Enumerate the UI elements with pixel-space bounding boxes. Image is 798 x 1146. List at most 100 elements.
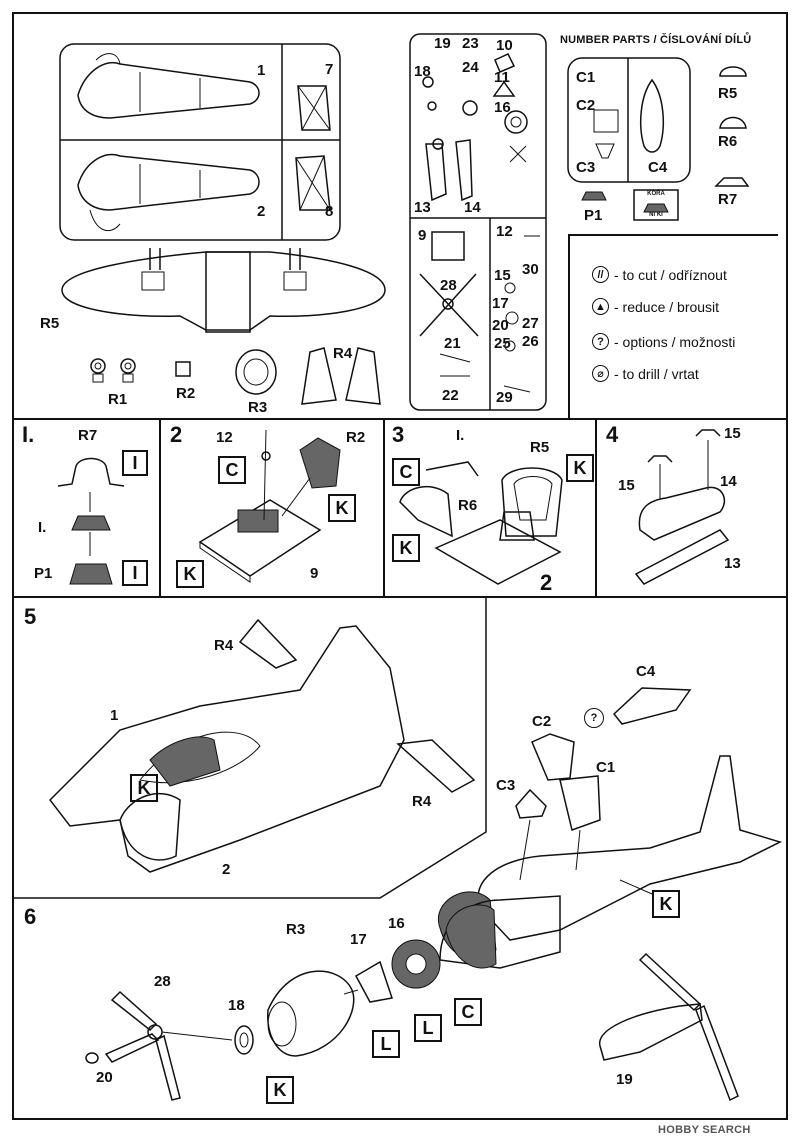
step1-label-i: I. bbox=[38, 519, 47, 536]
part-label-8: 8 bbox=[325, 203, 334, 220]
part-label-16: 16 bbox=[494, 99, 511, 116]
part-label-26: 26 bbox=[522, 333, 539, 350]
legend-row-reduce: ▲ - reduce / brousit bbox=[592, 298, 719, 315]
legend-text-drill: - to drill / vrtat bbox=[614, 365, 699, 382]
step2-label-9: 9 bbox=[310, 565, 319, 582]
step1-box-i-bottom: I bbox=[122, 560, 148, 586]
pe-fret-name: Ni KI bbox=[649, 212, 663, 218]
step6-box-l-right: L bbox=[414, 1014, 442, 1042]
step2-drawing bbox=[198, 429, 341, 583]
legend-row-options: ? - options / možnosti bbox=[592, 333, 735, 350]
step3-box-k-left: K bbox=[392, 534, 420, 562]
clear-parts-sprue bbox=[567, 57, 750, 221]
step-1-number: I. bbox=[22, 422, 35, 447]
step6-label-20: 20 bbox=[96, 1069, 113, 1086]
resin-label-r7: R7 bbox=[718, 191, 738, 208]
step3-box-k-right: K bbox=[566, 454, 594, 482]
part-label-12: 12 bbox=[496, 223, 513, 240]
step3-label-r5: R5 bbox=[530, 439, 550, 456]
part-label-9: 9 bbox=[418, 227, 427, 244]
step3-label-r6: R6 bbox=[458, 497, 478, 514]
step5-label-c4: C4 bbox=[636, 663, 656, 680]
step6-box-c: C bbox=[454, 998, 482, 1026]
part-label-27: 27 bbox=[522, 315, 539, 332]
page-title: NUMBER PARTS / ČÍSLOVÁNÍ DÍLŮ bbox=[560, 34, 752, 46]
step3-drawing bbox=[399, 461, 563, 585]
step-6-number: 6 bbox=[24, 904, 37, 929]
step4-label-13: 13 bbox=[724, 555, 741, 572]
part-label-24: 24 bbox=[462, 59, 479, 76]
step6-label-19: 19 bbox=[616, 1071, 633, 1088]
step-4-number: 4 bbox=[606, 422, 619, 447]
part-label-r5-wing: R5 bbox=[40, 315, 60, 332]
resin-label-r6: R6 bbox=[718, 133, 738, 150]
part-label-11: 11 bbox=[494, 69, 510, 86]
step4-label-15-left: 15 bbox=[618, 477, 635, 494]
divider-top bbox=[12, 418, 788, 420]
divider-s2 bbox=[383, 418, 385, 596]
part-label-17: 17 bbox=[492, 295, 509, 312]
clear-label-c3: C3 bbox=[576, 159, 596, 176]
part-label-2: 2 bbox=[257, 203, 266, 220]
step-5-number: 5 bbox=[24, 604, 37, 629]
part-label-20: 20 bbox=[492, 317, 509, 334]
legend-text-cut: - to cut / odříznout bbox=[614, 266, 727, 283]
step5-label-1: 1 bbox=[110, 707, 119, 724]
step1-label-p1: P1 bbox=[34, 565, 53, 582]
step2-label-12: 12 bbox=[216, 429, 233, 446]
step3-label-2: 2 bbox=[540, 570, 553, 595]
part-label-18: 18 bbox=[414, 63, 431, 80]
part-label-10: 10 bbox=[496, 37, 513, 54]
part-label-7: 7 bbox=[325, 61, 334, 78]
small-sprue bbox=[409, 33, 547, 411]
clear-label-c2: C2 bbox=[576, 97, 596, 114]
part-label-14: 14 bbox=[464, 199, 481, 216]
divider-middle bbox=[12, 596, 788, 598]
step2-box-c: C bbox=[218, 456, 246, 484]
step6-box-k: K bbox=[266, 1076, 294, 1104]
pe-fret-brand: KORA bbox=[647, 191, 665, 197]
clear-label-c1: C1 bbox=[576, 69, 596, 86]
step5-label-c3: C3 bbox=[496, 777, 516, 794]
main-sprue bbox=[59, 43, 386, 405]
step1-drawing bbox=[57, 457, 125, 585]
watermark: HOBBY SEARCH bbox=[658, 1124, 751, 1136]
instruction-sheet bbox=[12, 12, 788, 1120]
step-2-number: 2 bbox=[170, 422, 183, 447]
divider-s1 bbox=[159, 418, 161, 596]
step5-label-r4-top: R4 bbox=[214, 637, 234, 654]
step4-label-15-top: 15 bbox=[724, 425, 741, 442]
step-3-number: 3 bbox=[392, 422, 405, 447]
step6-label-17: 17 bbox=[350, 931, 367, 948]
part-label-21: 21 bbox=[444, 335, 461, 352]
part-label-r2: R2 bbox=[176, 385, 196, 402]
part-label-19: 19 bbox=[434, 35, 451, 52]
step5-label-c1: C1 bbox=[596, 759, 616, 776]
part-label-r4: R4 bbox=[333, 345, 353, 362]
part-label-30: 30 bbox=[522, 261, 539, 278]
part-label-15: 15 bbox=[494, 267, 511, 284]
step5-options-icon: ? bbox=[584, 708, 604, 728]
part-label-r1: R1 bbox=[108, 391, 128, 408]
step1-label-r7: R7 bbox=[78, 427, 98, 444]
step5-box-k-right: K bbox=[652, 890, 680, 918]
step6-label-r3: R3 bbox=[286, 921, 306, 938]
step6-box-l-left: L bbox=[372, 1030, 400, 1058]
symbol-legend: // - to cut / odříznout ▲ - reduce / bro… bbox=[568, 234, 778, 418]
part-label-29: 29 bbox=[496, 389, 513, 406]
divider-s3 bbox=[595, 418, 597, 596]
step2-label-r2: R2 bbox=[346, 429, 366, 446]
legend-row-cut: // - to cut / odříznout bbox=[592, 266, 727, 283]
step3-label-i: I. bbox=[456, 427, 465, 444]
part-label-25: 25 bbox=[494, 335, 511, 352]
step5-label-c2: C2 bbox=[532, 713, 552, 730]
step3-box-c: C bbox=[392, 458, 420, 486]
clear-label-c4: C4 bbox=[648, 159, 668, 176]
reduce-icon: ▲ bbox=[592, 298, 609, 315]
pe-label-p1: P1 bbox=[584, 207, 603, 224]
step4-drawing bbox=[634, 429, 730, 585]
legend-text-options: - options / možnosti bbox=[614, 333, 736, 350]
drill-icon: ⌀ bbox=[592, 365, 609, 382]
step6-label-28: 28 bbox=[154, 973, 171, 990]
